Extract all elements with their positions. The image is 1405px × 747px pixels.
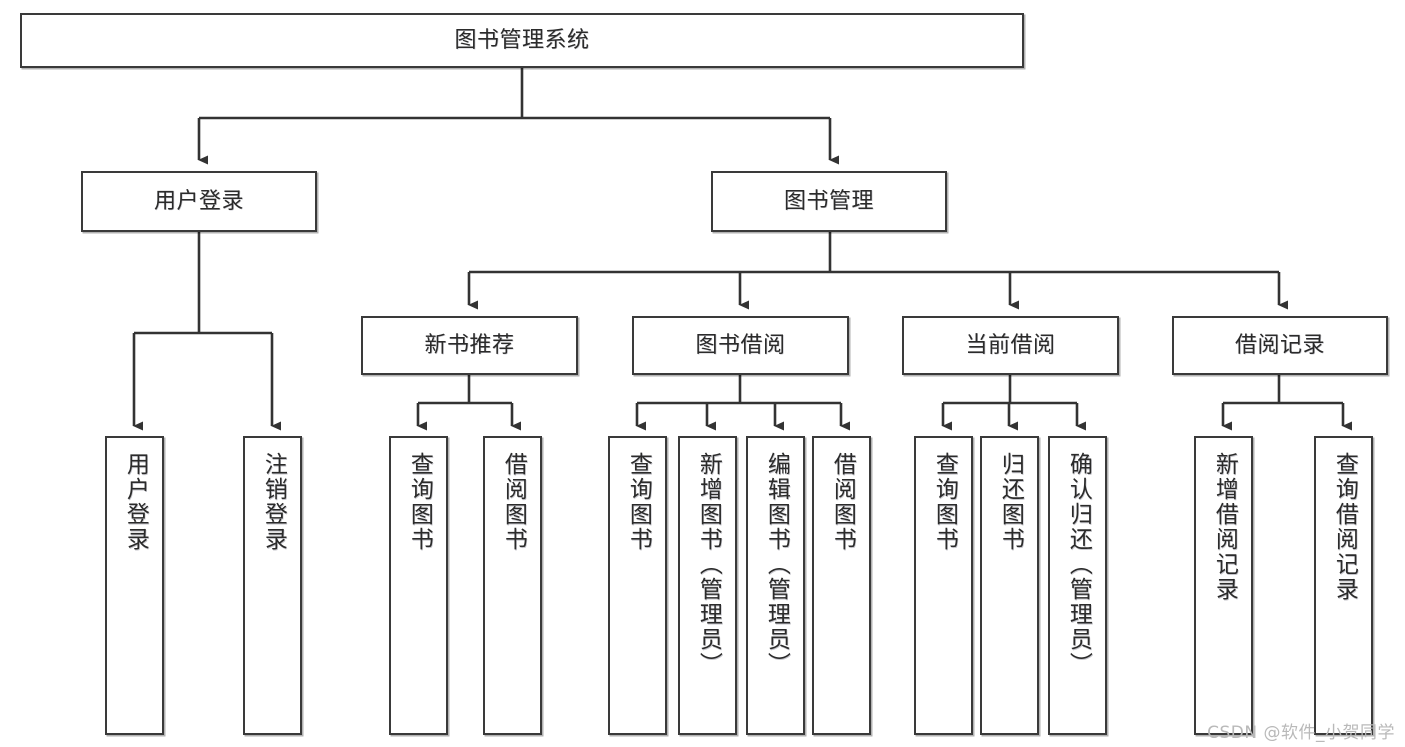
node-borrow-record[interactable]: 借阅记录 [1172,316,1388,375]
leaf-current-borrow-confirm-return[interactable]: 确认归还（管理员） [1048,436,1107,735]
leaf-book-borrow-borrow[interactable]: 借阅图书 [812,436,871,735]
node-label: 图书管理系统 [454,27,590,53]
node-label: 编辑图书（管理员） [763,452,790,677]
node-label: 当前借阅 [965,332,1056,358]
node-label: 图书管理 [783,188,874,214]
node-label: 借阅图书 [500,452,527,552]
node-new-book-recommend[interactable]: 新书推荐 [361,316,578,375]
leaf-book-borrow-query[interactable]: 查询图书 [608,436,667,735]
node-label: 新增借阅记录 [1211,452,1238,602]
node-label: 查询图书 [931,452,958,552]
leaf-current-borrow-query[interactable]: 查询图书 [914,436,973,735]
node-label: 新增图书（管理员） [695,452,722,677]
node-book-borrow[interactable]: 图书借阅 [632,316,849,375]
node-label: 借阅图书 [829,452,856,552]
node-label: 查询图书 [406,452,433,552]
node-label: 用户登录 [153,188,244,214]
node-label: 查询图书 [625,452,652,552]
leaf-book-borrow-edit[interactable]: 编辑图书（管理员） [746,436,805,735]
node-label: 确认归还（管理员） [1065,452,1092,677]
node-label: 注销登录 [260,452,287,552]
leaf-borrow-record-query[interactable]: 查询借阅记录 [1314,436,1373,735]
node-label: 新书推荐 [424,332,515,358]
node-label: 用户登录 [122,452,149,552]
node-label: 归还图书 [997,452,1024,552]
leaf-borrow-record-add[interactable]: 新增借阅记录 [1194,436,1253,735]
node-root-system[interactable]: 图书管理系统 [20,13,1024,68]
leaf-user-login-logout[interactable]: 注销登录 [243,436,302,735]
node-label: 借阅记录 [1234,332,1325,358]
leaf-user-login-login[interactable]: 用户登录 [105,436,164,735]
node-label: 图书借阅 [695,332,786,358]
leaf-book-borrow-add[interactable]: 新增图书（管理员） [678,436,737,735]
leaf-new-book-query[interactable]: 查询图书 [389,436,448,735]
node-current-borrow[interactable]: 当前借阅 [902,316,1119,375]
node-book-management[interactable]: 图书管理 [711,171,947,232]
node-label: 查询借阅记录 [1331,452,1358,602]
node-user-login[interactable]: 用户登录 [81,171,317,232]
leaf-new-book-borrow[interactable]: 借阅图书 [483,436,542,735]
leaf-current-borrow-return[interactable]: 归还图书 [980,436,1039,735]
